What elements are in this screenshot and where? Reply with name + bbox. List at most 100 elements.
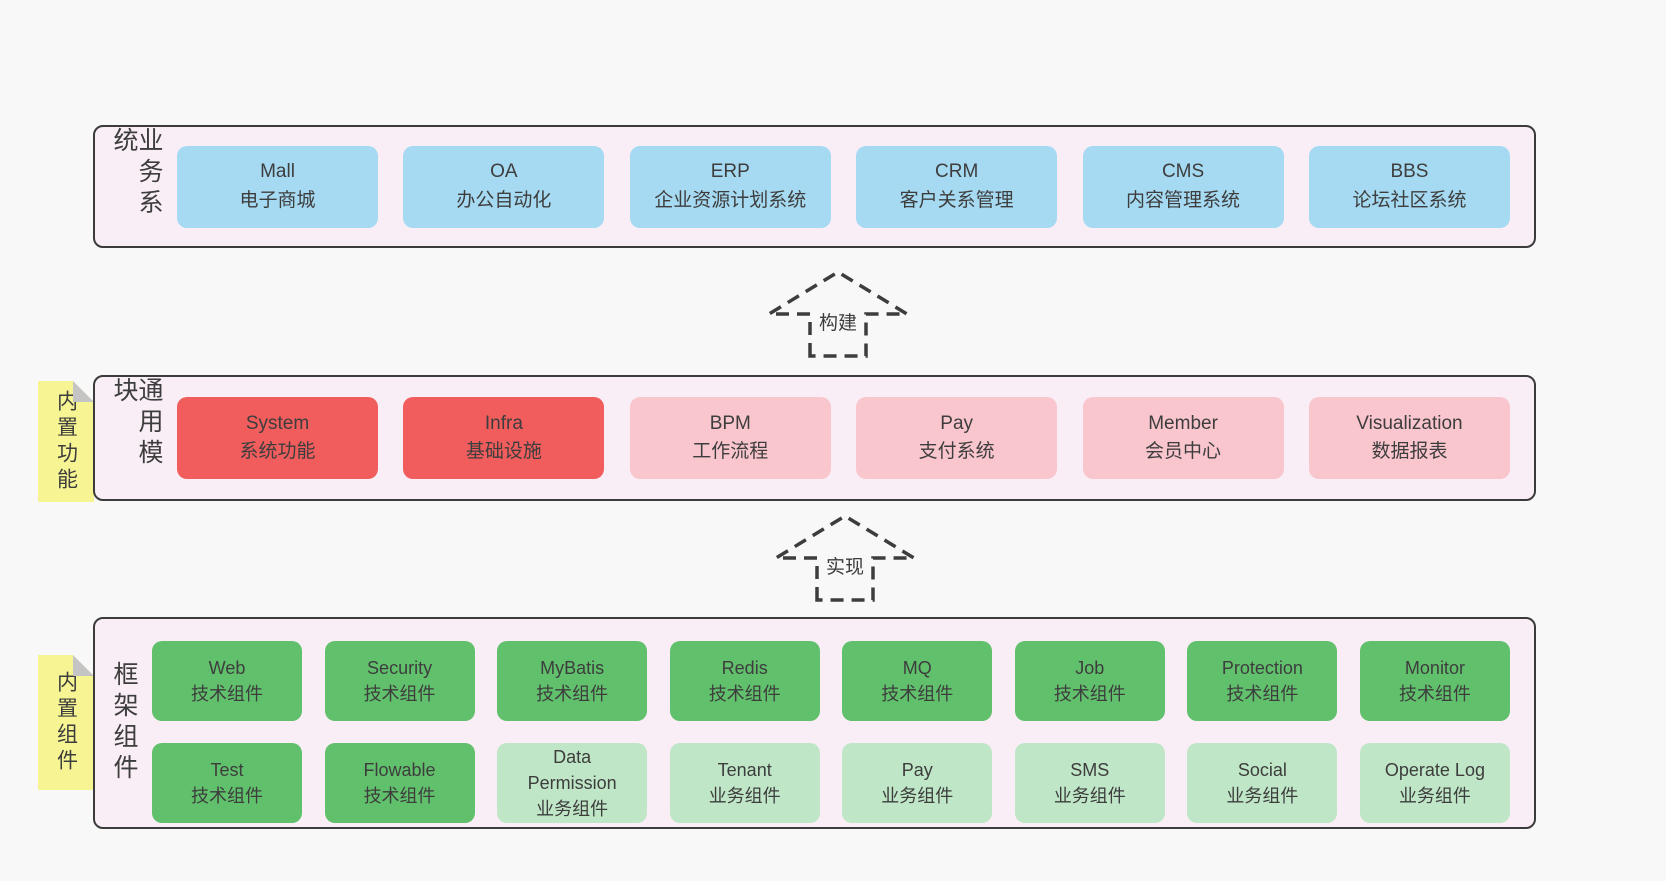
- box-title: ERP: [710, 161, 750, 182]
- box-subtitle: 电子商城: [239, 189, 316, 211]
- box-bbs: BBS 论坛社区系统: [1308, 145, 1510, 228]
- box-subtitle: 企业资源计划系统: [654, 189, 807, 211]
- up-arrow-icon: [763, 269, 913, 358]
- box-title: Test: [210, 759, 244, 780]
- box-title: Data Permission: [527, 746, 617, 793]
- box-subtitle: 技术组件: [191, 684, 263, 704]
- folded-corner-icon: [73, 381, 94, 402]
- box-crm: CRM 客户关系管理: [856, 145, 1058, 228]
- box-subtitle: 会员中心: [1145, 441, 1222, 462]
- box-subtitle: 数据报表: [1371, 441, 1448, 462]
- box-title: BBS: [1390, 161, 1429, 182]
- box-subtitle: 支付系统: [918, 441, 995, 462]
- box-subtitle: 论坛社区系统: [1352, 189, 1467, 211]
- box-subtitle: 工作流程: [692, 441, 769, 462]
- implement-arrow: 实现: [770, 512, 920, 604]
- box-subtitle: 业务组件: [1398, 786, 1471, 806]
- box-subtitle: 技术组件: [191, 786, 263, 806]
- business-systems-row: Mall 电子商城 OA 办公自动化 ERP 企业资源计划系统 CRM 客户关系…: [175, 145, 1534, 228]
- box-title: OA: [490, 161, 518, 182]
- box-subtitle: 业务组件: [708, 786, 781, 806]
- build-arrow-label: 构建: [815, 308, 861, 335]
- box-title: Redis: [721, 657, 768, 678]
- box-title: CRM: [935, 161, 979, 182]
- box-title: Protection: [1221, 657, 1303, 678]
- box-subtitle: 技术组件: [881, 684, 954, 704]
- box-title: Infra: [484, 412, 523, 434]
- box-subtitle: 技术组件: [363, 786, 436, 806]
- box-subtitle: 业务组件: [536, 799, 609, 820]
- box-social: Social 业务组件: [1187, 743, 1338, 823]
- box-subtitle: 客户关系管理: [899, 189, 1014, 211]
- box-title: Tenant: [717, 759, 772, 780]
- box-title: Web: [208, 657, 246, 678]
- box-infra: Infra 基础设施: [403, 397, 605, 479]
- box-erp: ERP 企业资源计划系统: [629, 145, 831, 228]
- box-protection: Protection 技术组件: [1187, 641, 1338, 721]
- box-title: Security: [367, 657, 433, 678]
- box-subtitle: 业务组件: [1226, 786, 1299, 806]
- box-title: Flowable: [363, 759, 436, 780]
- box-title: Operate Log: [1384, 759, 1485, 780]
- box-title: Mall: [260, 161, 295, 182]
- box-subtitle: 办公自动化: [456, 189, 552, 211]
- box-subtitle: 技术组件: [536, 684, 609, 704]
- framework-components-label: 框架组件: [110, 661, 138, 785]
- box-monitor: Monitor 技术组件: [1359, 641, 1510, 721]
- framework-components-panel: 框架组件 Web 技术组件 Security 技术组件 MyBatis 技术组件…: [93, 617, 1536, 829]
- box-pay-component: Pay 业务组件: [842, 743, 993, 823]
- business-systems-panel: 业务系统 Mall 电子商城 OA 办公自动化 ERP 企业资源计划系统 CRM…: [93, 125, 1536, 248]
- sticky-note-text: 内置组件: [54, 670, 78, 775]
- box-title: MyBatis: [540, 657, 605, 678]
- common-modules-label: 通用模块: [110, 377, 163, 470]
- box-subtitle: 技术组件: [1053, 684, 1126, 704]
- box-test: Test 技术组件: [152, 743, 302, 823]
- box-subtitle: 技术组件: [1398, 684, 1471, 704]
- box-subtitle: 技术组件: [708, 684, 781, 704]
- box-title: Visualization: [1356, 412, 1463, 434]
- box-mybatis: MyBatis 技术组件: [497, 641, 648, 721]
- business-systems-label: 业务系统: [110, 127, 163, 220]
- box-title: SMS: [1070, 759, 1110, 780]
- up-arrow-icon: [770, 513, 920, 602]
- box-title: MQ: [902, 657, 932, 678]
- box-title: Social: [1237, 759, 1287, 780]
- tech-components-row: Web 技术组件 Security 技术组件 MyBatis 技术组件 Redi…: [152, 641, 1510, 721]
- common-modules-panel: 通用模块 System 系统功能 Infra 基础设施 BPM 工作流程 Pay…: [93, 375, 1536, 501]
- box-system: System 系统功能: [177, 397, 378, 479]
- box-subtitle: 技术组件: [1226, 684, 1299, 704]
- box-title: Monitor: [1404, 657, 1465, 678]
- sticky-note-built-in-components: 内置组件: [38, 655, 94, 790]
- box-title: Job: [1075, 657, 1105, 678]
- box-subtitle: 系统功能: [239, 441, 316, 462]
- box-subtitle: 业务组件: [1053, 786, 1126, 806]
- box-security: Security 技术组件: [324, 641, 475, 721]
- box-cms: CMS 内容管理系统: [1082, 145, 1284, 228]
- common-modules-row: System 系统功能 Infra 基础设施 BPM 工作流程 Pay 支付系统…: [175, 397, 1534, 479]
- implement-arrow-label: 实现: [822, 552, 868, 579]
- box-title: Pay: [940, 412, 974, 434]
- box-subtitle: 技术组件: [363, 684, 436, 704]
- box-pay-system: Pay 支付系统: [856, 397, 1058, 479]
- box-subtitle: 业务组件: [881, 786, 954, 806]
- box-redis: Redis 技术组件: [669, 641, 820, 721]
- box-bpm: BPM 工作流程: [629, 397, 831, 479]
- box-subtitle: 内容管理系统: [1126, 189, 1241, 211]
- box-title: System: [245, 412, 310, 434]
- box-title: Pay: [901, 759, 933, 780]
- box-tenant: Tenant 业务组件: [669, 743, 820, 823]
- box-mall: Mall 电子商城: [177, 145, 378, 228]
- box-mq: MQ 技术组件: [842, 641, 993, 721]
- build-arrow: 构建: [763, 268, 913, 360]
- folded-corner-icon: [73, 655, 94, 676]
- box-sms: SMS 业务组件: [1014, 743, 1165, 823]
- sticky-note-text: 内置功能: [54, 389, 78, 494]
- box-title: BPM: [709, 412, 751, 434]
- box-web: Web 技术组件: [152, 641, 302, 721]
- box-visualization: Visualization 数据报表: [1308, 397, 1510, 479]
- framework-components-rows: Web 技术组件 Security 技术组件 MyBatis 技术组件 Redi…: [150, 617, 1534, 829]
- box-oa: OA 办公自动化: [403, 145, 605, 228]
- box-title: Member: [1148, 412, 1218, 434]
- sticky-note-built-in-functions: 内置功能: [38, 381, 94, 502]
- box-subtitle: 基础设施: [465, 441, 542, 462]
